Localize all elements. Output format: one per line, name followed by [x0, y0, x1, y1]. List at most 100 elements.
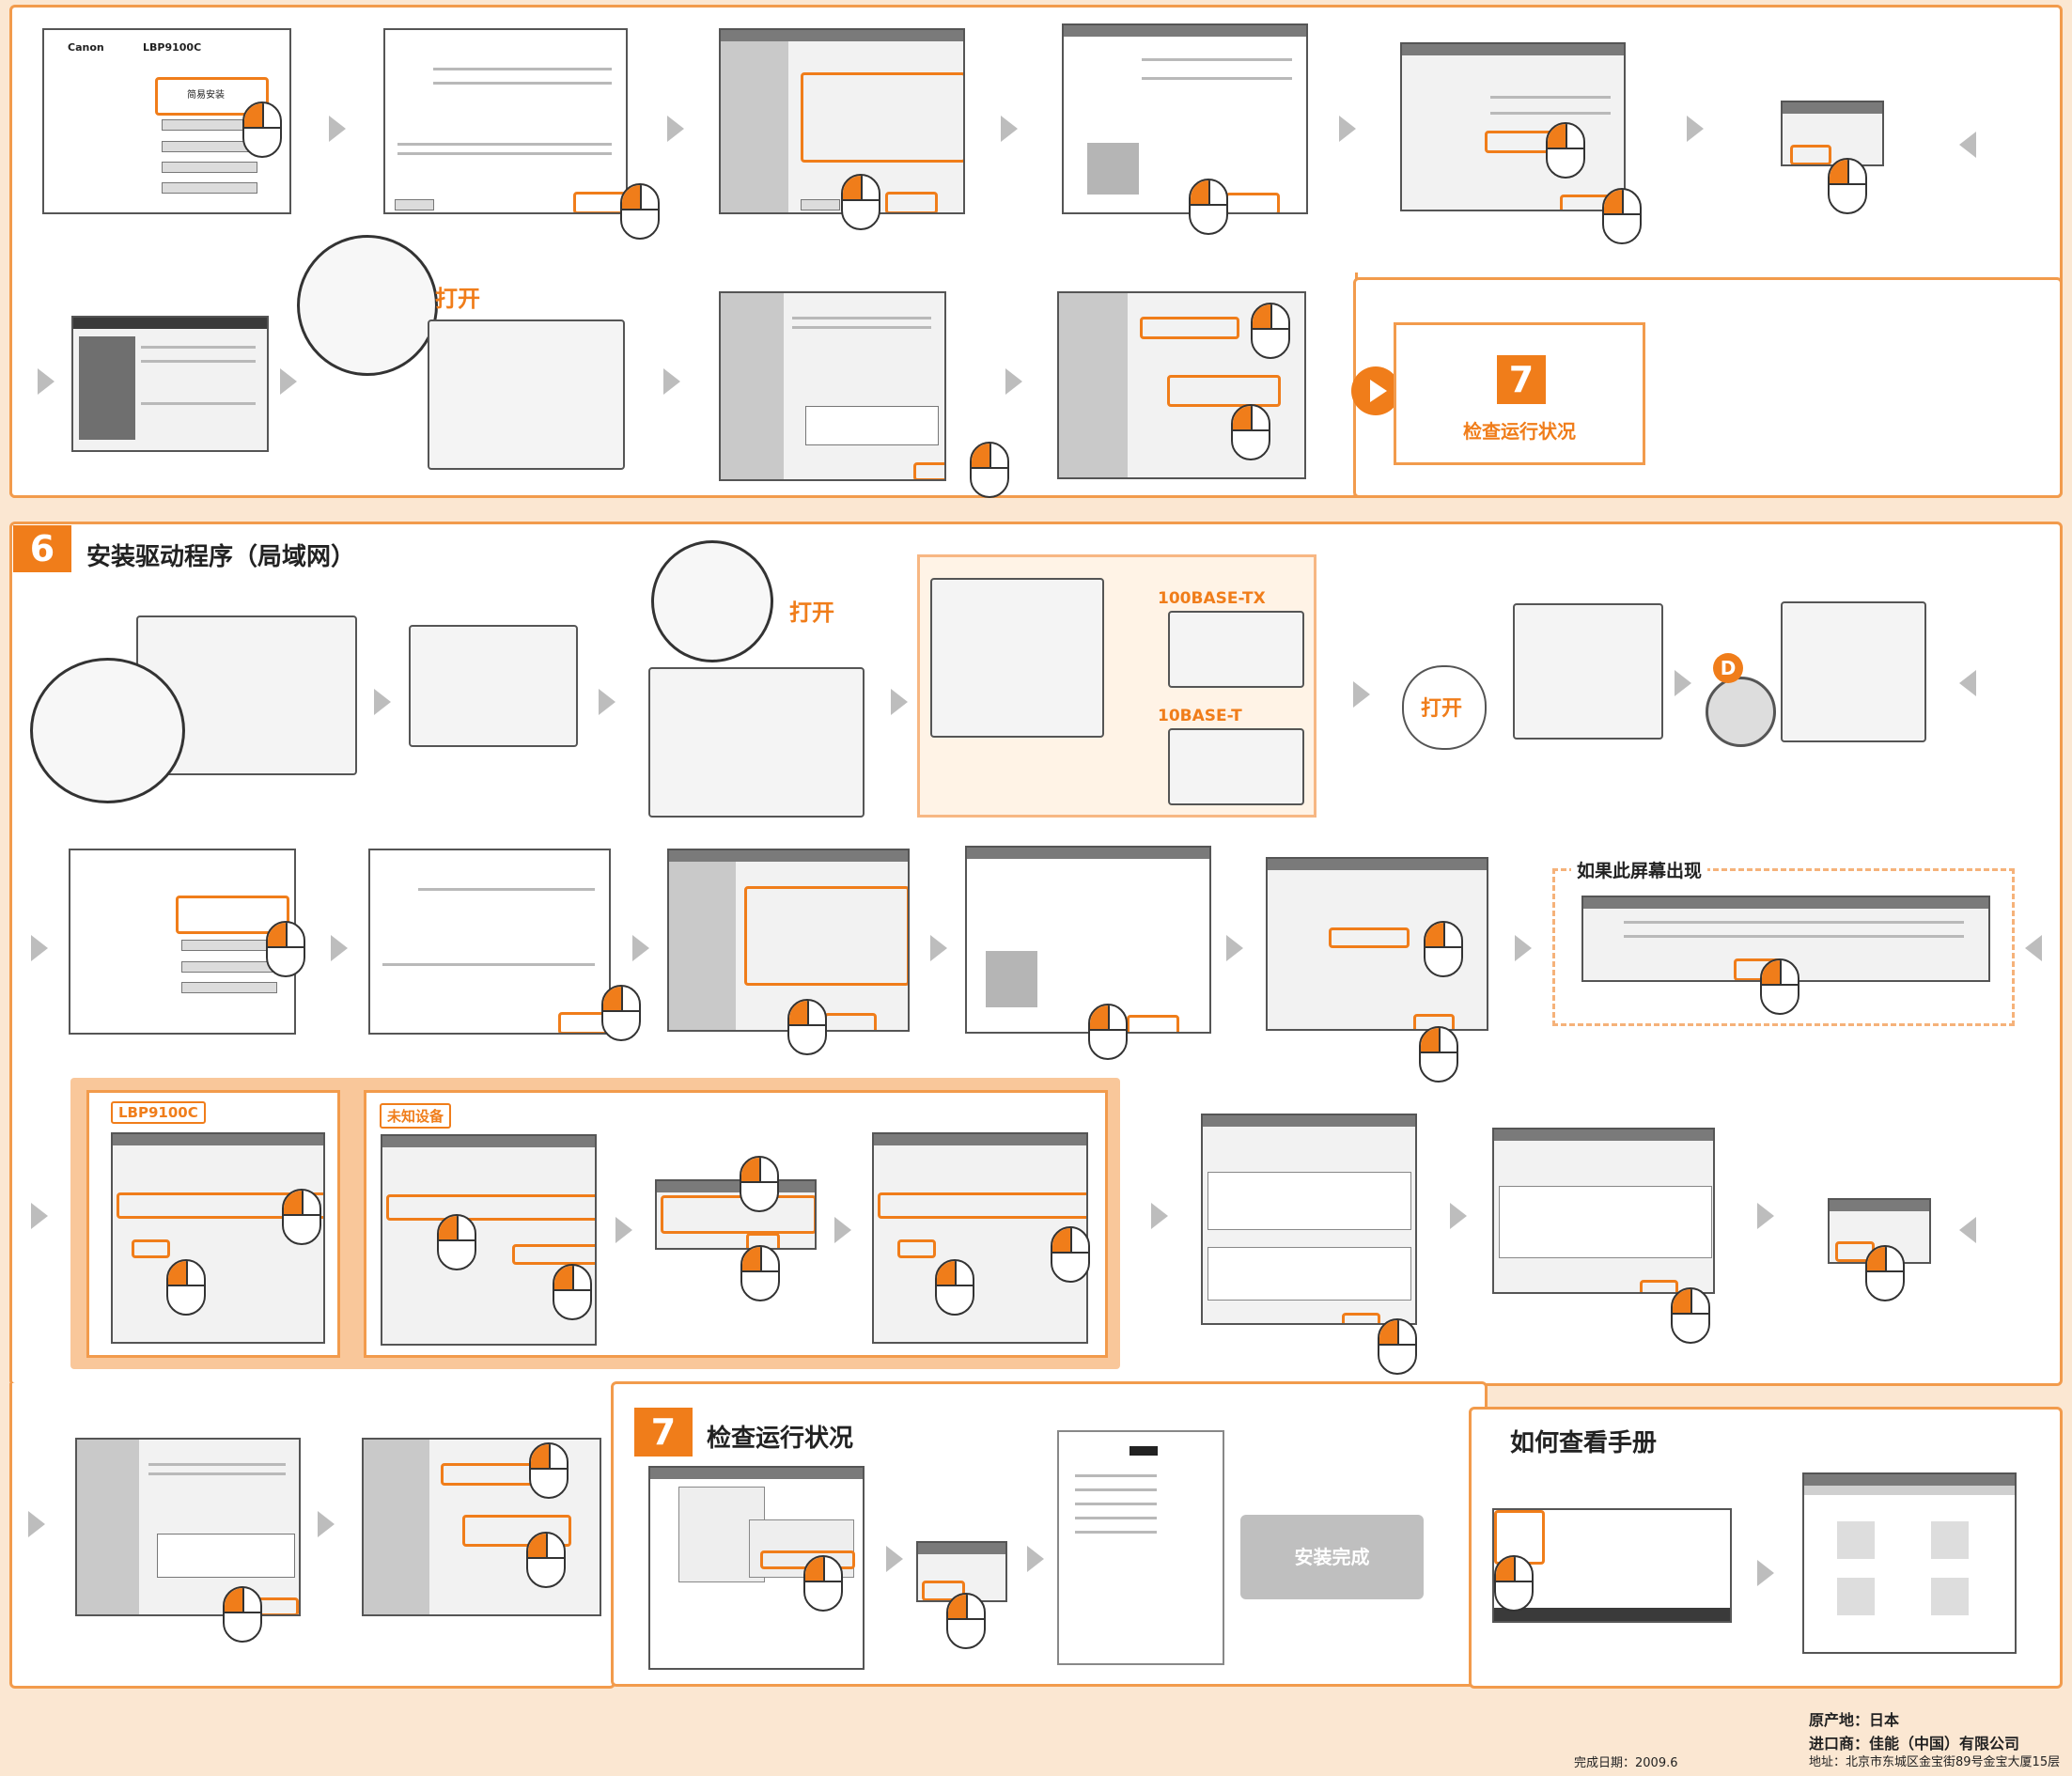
mouse-click-icon: [1424, 921, 1463, 977]
easy-install-button-label: 简易安装: [187, 90, 225, 101]
incoming-step-arrow-icon: [2025, 935, 2042, 961]
next-step-arrow-icon: [1757, 1203, 1774, 1229]
step7-number: 7: [1497, 355, 1546, 404]
mouse-click-icon: [620, 183, 660, 240]
lan-led-tx-zoom: [1168, 611, 1304, 688]
mouse-click-icon: [282, 1189, 321, 1245]
mouse-click-icon: [601, 985, 641, 1041]
next-step-arrow-icon: [31, 935, 48, 961]
next-step-arrow-icon: [1515, 935, 1532, 961]
mouse-click-icon: [1546, 122, 1585, 179]
mouse-click-icon: [841, 174, 880, 230]
next-step-arrow-icon: [599, 689, 615, 715]
next-step-arrow-icon: [1226, 935, 1243, 961]
next-step-arrow-icon: [886, 1546, 903, 1572]
cd-rom-icon: [1706, 677, 1776, 747]
mouse-click-icon: [553, 1264, 592, 1320]
completion-date: 完成日期：2009.6: [1574, 1756, 1678, 1770]
printer-back-illustration: [930, 578, 1104, 738]
mouse-click-icon: [529, 1442, 569, 1499]
mouse-click-icon: [1602, 188, 1642, 244]
install-confirm-screenshot: [1492, 1128, 1715, 1294]
capt-wizard-welcome-screenshot: [1062, 23, 1308, 214]
if-screen-appears-box: [1552, 868, 2015, 1026]
if-screen-appears-label: 如果此屏幕出现: [1571, 857, 1708, 882]
section6-title: 安装驱动程序（局域网）: [86, 543, 356, 571]
incoming-step-arrow-icon: [1959, 132, 1976, 158]
warning-dialog-screenshot: [1781, 101, 1884, 166]
next-step-arrow-icon: [31, 1203, 48, 1229]
step7-link-box[interactable]: 7 检查运行状况: [1394, 322, 1645, 465]
mouse-click-icon: [1251, 303, 1290, 359]
section6-number: 6: [13, 525, 71, 572]
open-label: 打开: [435, 286, 480, 312]
next-step-arrow-icon: [331, 935, 348, 961]
canon-installer-menu-screenshot: [69, 849, 296, 1035]
next-step-arrow-icon: [632, 935, 649, 961]
origin-text: 原产地：日本: [1809, 1711, 1900, 1729]
easy-install-list-screenshot: [383, 28, 628, 214]
easy-install-highlight[interactable]: [155, 77, 269, 116]
next-step-arrow-icon: [1675, 670, 1691, 696]
mouse-click-icon: [1231, 404, 1270, 460]
next-step-arrow-icon: [1353, 681, 1370, 708]
mouse-click-icon: [437, 1214, 476, 1270]
mouse-click-icon: [935, 1259, 974, 1316]
mouse-click-icon: [1671, 1287, 1710, 1344]
mouse-click-icon: [787, 999, 827, 1055]
next-step-arrow-icon: [28, 1511, 45, 1537]
mouse-click-icon: [526, 1532, 566, 1588]
mouse-click-icon: [946, 1593, 986, 1649]
lbp9100c-tag: LBP9100C: [111, 1101, 206, 1124]
mouse-click-icon: [1828, 158, 1867, 214]
mouse-click-icon: [166, 1259, 206, 1316]
open-label: 打开: [1421, 697, 1463, 721]
incoming-step-arrow-icon: [1959, 670, 1976, 696]
printer-port-select-screenshot: [1400, 42, 1626, 211]
easy-install-list-screenshot: [368, 849, 611, 1035]
lan-port-zoom: [30, 658, 185, 803]
next-step-arrow-icon: [329, 116, 346, 142]
printer-illustration: [428, 319, 625, 470]
usb-connect-screenshot: [71, 316, 269, 452]
computer-illustration: [1781, 601, 1926, 742]
mouse-click-icon: [1189, 179, 1228, 235]
ip-setting-dialog-screenshot: [655, 1179, 817, 1250]
next-step-arrow-icon: [667, 116, 684, 142]
mouse-click-icon: [740, 1245, 780, 1301]
address-text: 地址：北京市东城区金宝街89号金宝大厦15层: [1809, 1755, 2061, 1769]
hub-illustration: [409, 625, 578, 747]
mouse-click-icon: [266, 921, 305, 977]
install-complete-badge: 安装完成: [1240, 1515, 1424, 1599]
next-step-arrow-icon: [1687, 116, 1704, 142]
play-arrow-icon[interactable]: [1351, 366, 1400, 415]
canon-installer-menu-screenshot: Canon LBP9100C 简易安装: [42, 28, 291, 214]
install-progress-screenshot: [75, 1438, 301, 1616]
next-step-arrow-icon: [318, 1511, 335, 1537]
check-step-title: 检查运行状况: [707, 1425, 854, 1453]
next-step-arrow-icon: [1151, 1203, 1168, 1229]
cd-drive-letter: D: [1713, 653, 1743, 683]
license-agreement-screenshot: [667, 849, 910, 1032]
next-step-arrow-icon: [663, 368, 680, 395]
10base-t-label: 10BASE-T: [1158, 707, 1242, 725]
check-step-number: 7: [634, 1408, 693, 1457]
next-step-arrow-icon: [1027, 1546, 1044, 1572]
manual-browser-screenshot: [1802, 1472, 2017, 1654]
next-step-arrow-icon: [1757, 1560, 1774, 1586]
open-label: 打开: [789, 600, 834, 626]
mouse-click-icon: [970, 442, 1009, 498]
open-computer-badge: 打开: [1402, 665, 1487, 750]
mouse-click-icon: [1051, 1226, 1090, 1283]
mouse-click-icon: [1865, 1245, 1905, 1301]
next-step-arrow-icon: [38, 368, 55, 395]
mouse-click-icon: [1378, 1318, 1417, 1375]
desktop-shortcut-screenshot: [1492, 1508, 1732, 1623]
next-step-arrow-icon: [891, 689, 908, 715]
mouse-click-icon: [223, 1586, 262, 1643]
printer-illustration: [648, 667, 865, 818]
license-agreement-screenshot: [719, 28, 965, 214]
next-step-arrow-icon: [280, 368, 297, 395]
100base-tx-label: 100BASE-TX: [1158, 589, 1266, 608]
computer-illustration: [1513, 603, 1663, 740]
